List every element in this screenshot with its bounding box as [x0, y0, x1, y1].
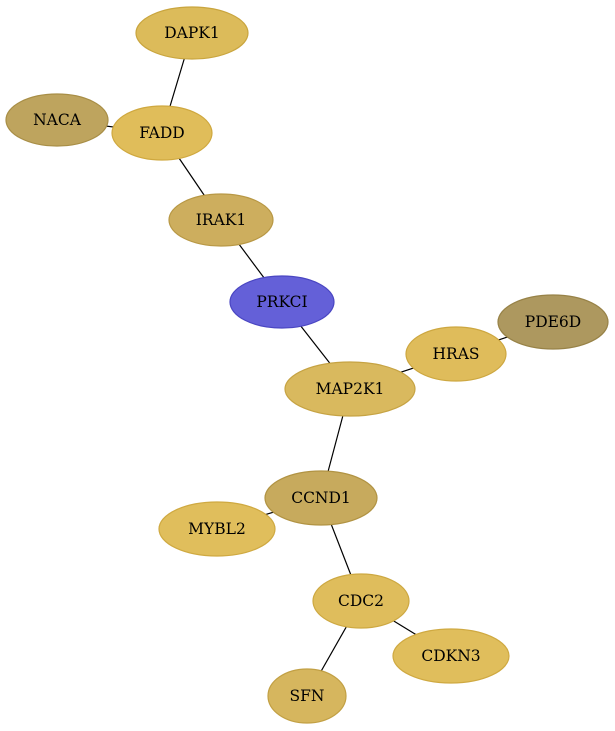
node-label-mybl2: MYBL2 — [188, 520, 246, 538]
node-fadd: FADD — [111, 105, 213, 161]
node-shape-map2k1 — [284, 361, 416, 417]
node-label-hras: HRAS — [433, 345, 480, 363]
node-shape-mybl2 — [158, 501, 276, 557]
node-mybl2: MYBL2 — [158, 501, 276, 557]
node-label-pde6d: PDE6D — [525, 313, 581, 331]
node-shape-pde6d — [497, 294, 609, 350]
node-map2k1: MAP2K1 — [284, 361, 416, 417]
node-prkci: PRKCI — [229, 275, 335, 329]
node-label-irak1: IRAK1 — [196, 211, 246, 229]
node-label-cdkn3: CDKN3 — [421, 647, 480, 665]
node-cdkn3: CDKN3 — [392, 628, 510, 684]
node-shape-fadd — [111, 105, 213, 161]
node-sfn: SFN — [267, 668, 347, 724]
node-hras: HRAS — [405, 326, 507, 382]
node-irak1: IRAK1 — [168, 193, 274, 247]
node-label-prkci: PRKCI — [256, 293, 307, 311]
node-label-cdc2: CDC2 — [338, 592, 384, 610]
node-label-ccnd1: CCND1 — [291, 489, 351, 507]
node-shape-ccnd1 — [264, 470, 378, 526]
node-ccnd1: CCND1 — [264, 470, 378, 526]
node-shape-cdkn3 — [392, 628, 510, 684]
node-shape-dapk1 — [135, 6, 249, 60]
node-naca: NACA — [5, 93, 109, 147]
node-shape-cdc2 — [312, 573, 410, 629]
node-label-naca: NACA — [33, 111, 82, 129]
node-shape-naca — [5, 93, 109, 147]
node-label-fadd: FADD — [139, 124, 184, 142]
node-shape-irak1 — [168, 193, 274, 247]
node-label-map2k1: MAP2K1 — [316, 380, 385, 398]
node-shape-prkci — [229, 275, 335, 329]
node-dapk1: DAPK1 — [135, 6, 249, 60]
node-cdc2: CDC2 — [312, 573, 410, 629]
node-label-dapk1: DAPK1 — [164, 24, 220, 42]
node-pde6d: PDE6D — [497, 294, 609, 350]
node-shape-sfn — [267, 668, 347, 724]
node-shape-hras — [405, 326, 507, 382]
node-label-sfn: SFN — [290, 687, 325, 705]
